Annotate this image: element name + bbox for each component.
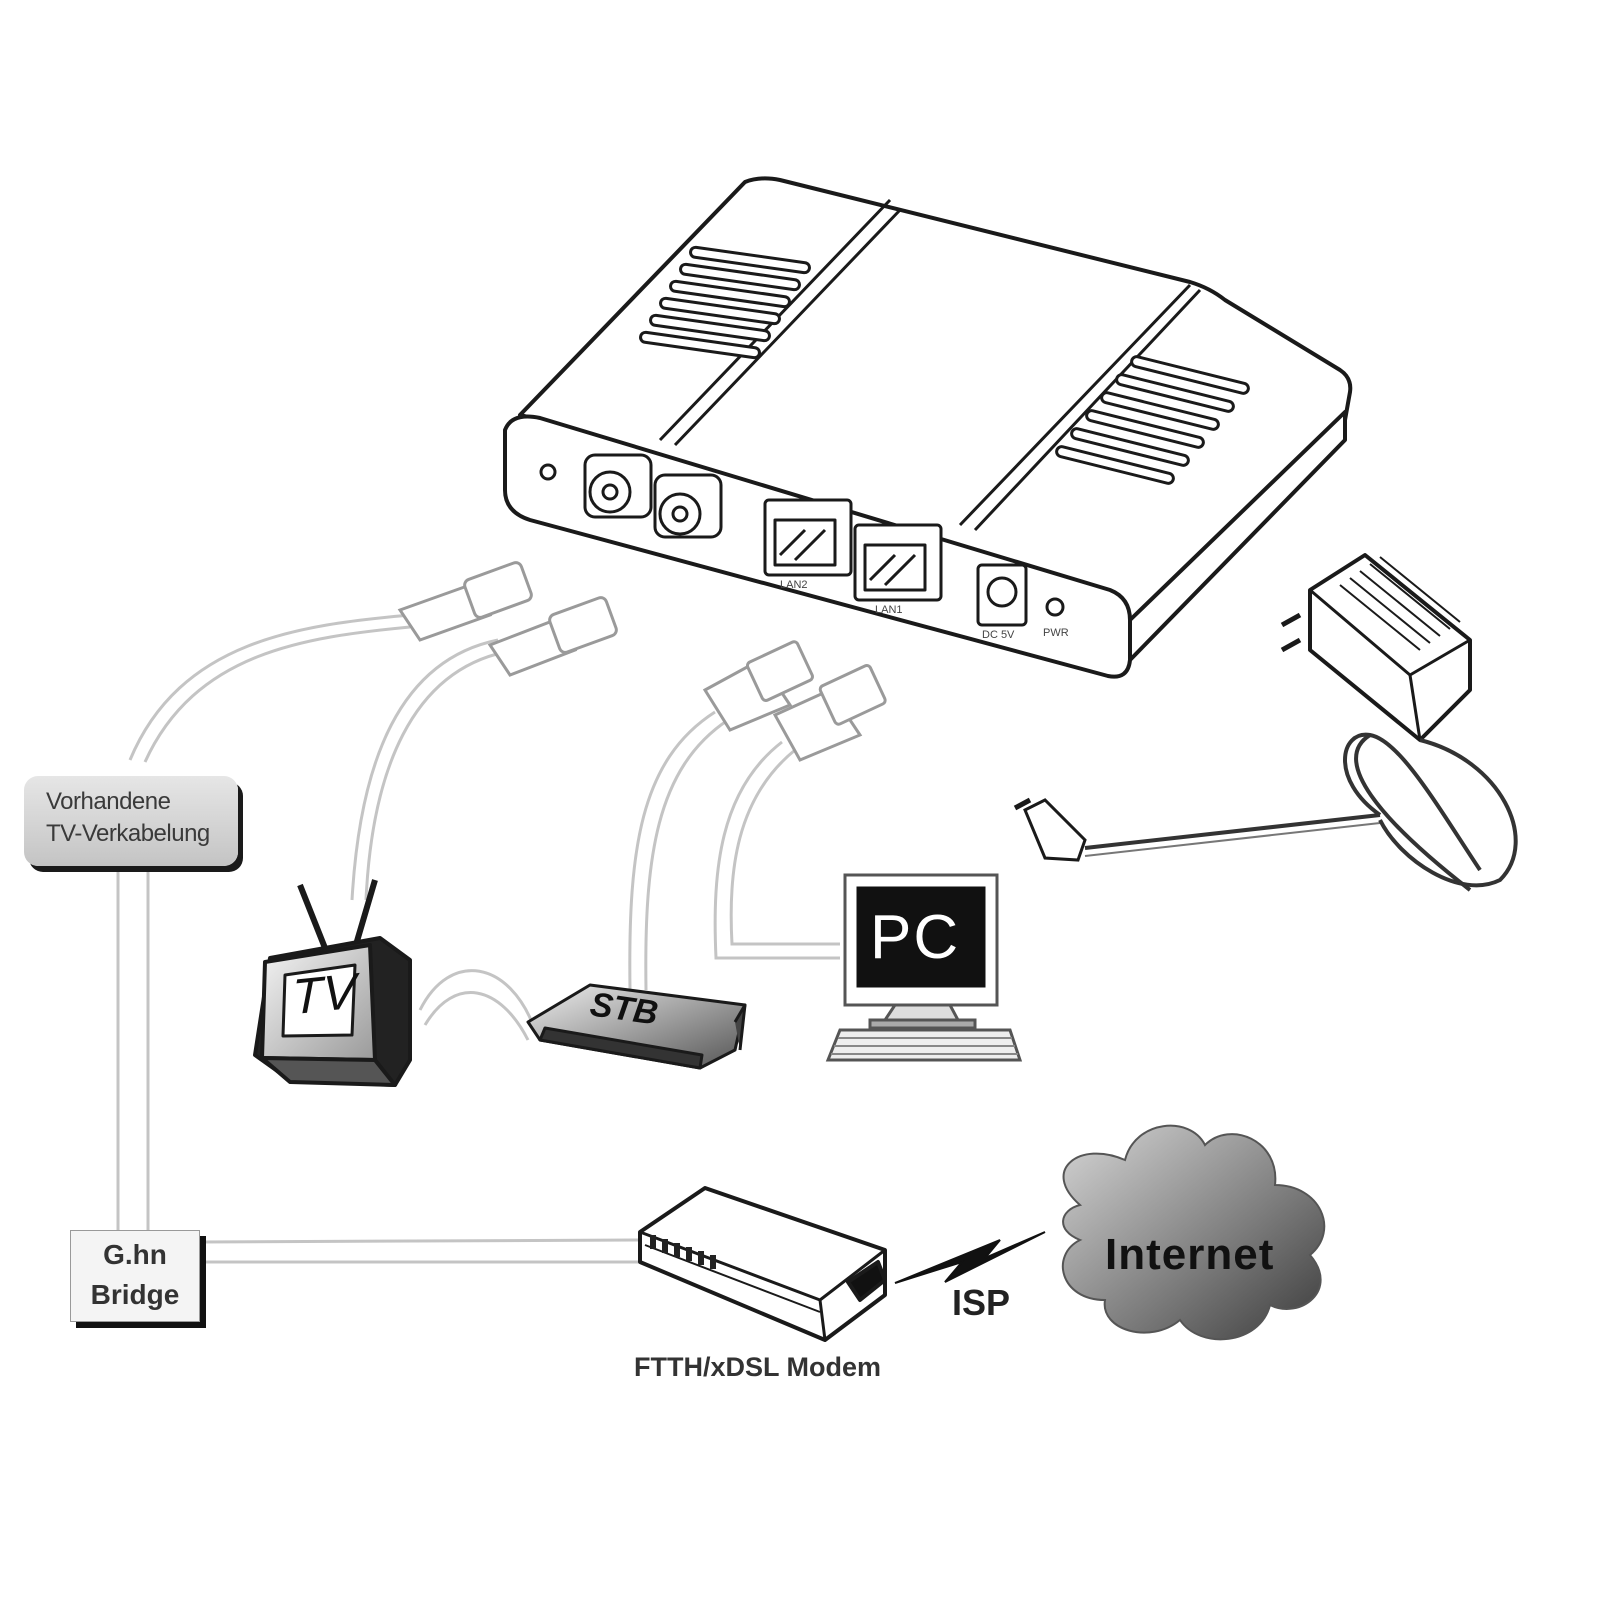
existing-tv-wiring-line1: Vorhandene [46,788,171,815]
coax-connectors [397,561,618,677]
reset-button-icon [539,463,557,481]
tv-label: TV [292,962,356,1026]
rj45-connectors [702,640,887,762]
lan-cable-pc [713,740,840,960]
power-adapter [1280,553,1472,742]
coax-port-in [583,453,653,519]
power-led-icon [1045,597,1065,617]
port-label-lan2: LAN2 [780,579,808,591]
coax-cable-tv [350,638,499,901]
coax-cable-wiring [128,613,411,761]
internet-cloud-icon [1061,1124,1326,1341]
lan-cable-stb [628,710,716,991]
coax-port-out [653,473,723,539]
cables [116,613,840,1264]
existing-tv-wiring-box: Vorhandene TV-Verkabelung [24,776,238,866]
port-label-dc: DC 5V [982,629,1015,641]
power-cord [1084,732,1518,892]
internet-label: Internet [1105,1230,1275,1279]
bridge-to-modem [199,1238,641,1244]
lightning-icon [894,1231,1046,1284]
existing-tv-wiring-line2: TV-Verkabelung [46,820,210,847]
modem-label: FTTH/xDSL Modem [634,1352,882,1382]
lan1-port [853,523,943,602]
port-labels: LAN2 LAN1 DC 5V PWR [780,579,1069,641]
right-vents [1055,355,1250,485]
lan2-port [763,498,853,577]
port-label-pwr: PWR [1043,627,1069,639]
pc-icon [825,873,1023,1062]
modem-icon [638,1186,887,1342]
left-vents [639,245,811,360]
stb-icon [526,983,747,1070]
ghn-bridge-box: G.hn Bridge [70,1230,200,1322]
tv-icon [253,879,412,1087]
tv-stb-cable [418,969,537,1031]
port-label-lan1: LAN1 [875,604,903,616]
dc-plug [1013,797,1087,862]
pc-label: PC [870,903,961,972]
ghn-adapter-device [503,176,1353,679]
ghn-bridge-line2: Bridge [90,1279,180,1310]
ghn-bridge-line1: G.hn [103,1239,167,1270]
isp-label: ISP [952,1282,1011,1323]
dc-power-port [976,563,1028,627]
